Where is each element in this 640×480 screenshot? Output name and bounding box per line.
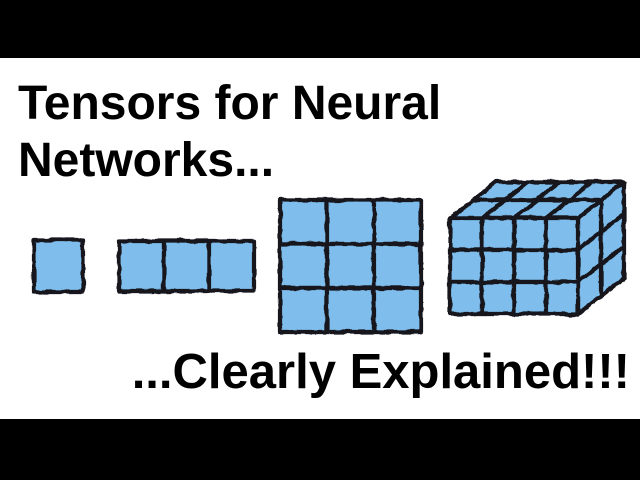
tensor-cell xyxy=(511,279,549,317)
tensor-cell xyxy=(479,215,517,253)
title-line-1: Tensors for Neural xyxy=(18,77,442,130)
tensor-cell xyxy=(479,279,517,317)
tensor-cell xyxy=(116,238,167,294)
tensor-cell xyxy=(31,237,86,295)
tensor-cell xyxy=(543,279,581,317)
tensor-cell xyxy=(447,279,485,317)
tensor-cell xyxy=(206,238,257,294)
letterbox-bottom xyxy=(0,419,640,480)
vector-tensor xyxy=(116,238,257,294)
tensor-cell xyxy=(277,197,330,247)
tensor-cell xyxy=(447,215,485,253)
title-line-2: Networks... xyxy=(18,134,275,187)
tensor-cell xyxy=(324,241,377,291)
tensor-cell xyxy=(511,247,549,285)
tensor-cell xyxy=(543,247,581,285)
matrix-tensor xyxy=(277,197,424,335)
tensor-cell xyxy=(371,285,424,335)
letterbox-top xyxy=(0,0,640,58)
video-title: Tensors for Neural Networks... xyxy=(18,75,441,189)
tensor-cell xyxy=(371,197,424,247)
tensor-cell xyxy=(277,285,330,335)
scalar-tensor xyxy=(31,237,86,295)
tensor-cell xyxy=(543,215,581,253)
subtitle: ...Clearly Explained!!! xyxy=(131,345,630,399)
tensor-cell xyxy=(511,215,549,253)
tensor-cell xyxy=(324,285,377,335)
tensor-cell xyxy=(277,241,330,291)
tensor-cell xyxy=(161,238,212,294)
tensor-cell xyxy=(447,247,485,285)
tensor-cell xyxy=(324,197,377,247)
cube-tensor xyxy=(447,179,627,317)
tensor-cell xyxy=(371,241,424,291)
tensor-cell xyxy=(479,247,517,285)
